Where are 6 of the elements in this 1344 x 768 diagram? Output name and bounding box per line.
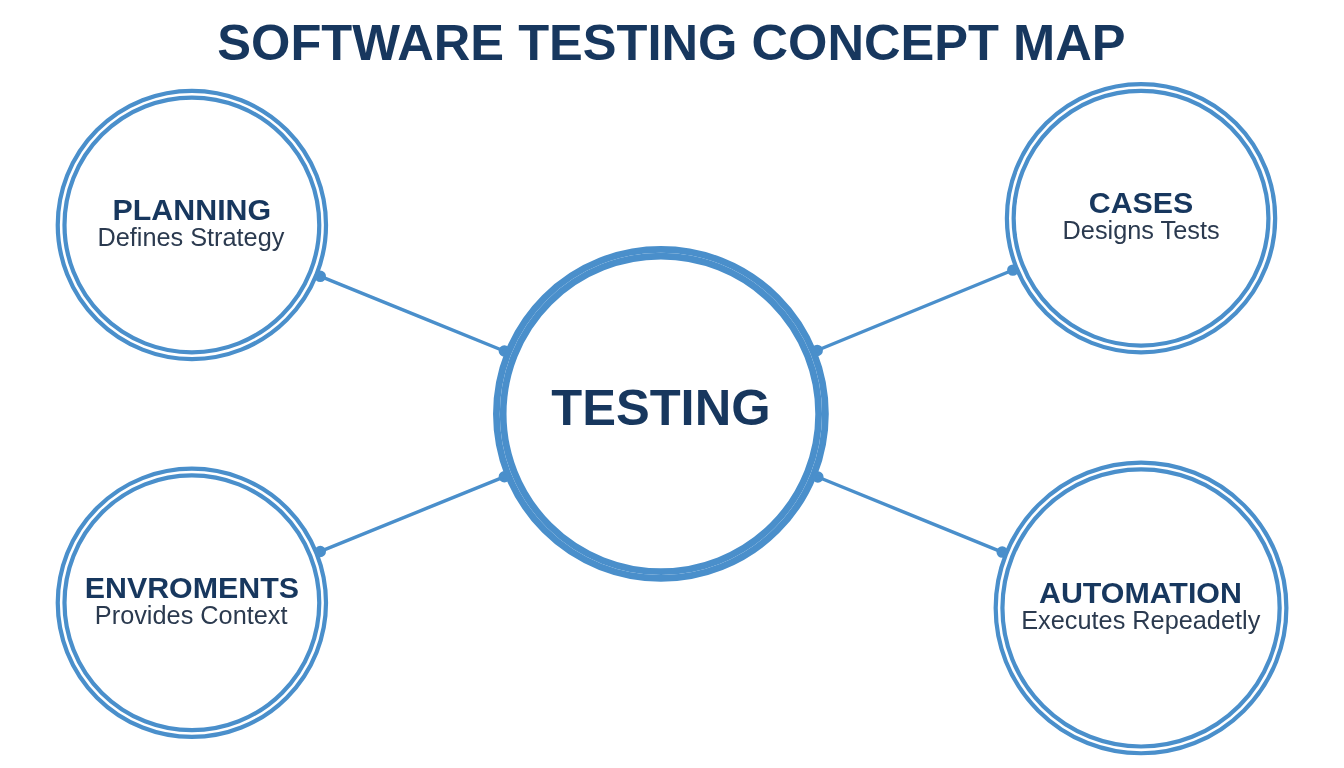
node-circle: TESTING [493,246,829,582]
connector [811,264,1019,357]
connector [314,270,511,357]
connector [314,471,511,558]
connector [812,471,1008,558]
diagram-title: SOFTWARE TESTING CONCEPT MAP [217,14,1126,72]
